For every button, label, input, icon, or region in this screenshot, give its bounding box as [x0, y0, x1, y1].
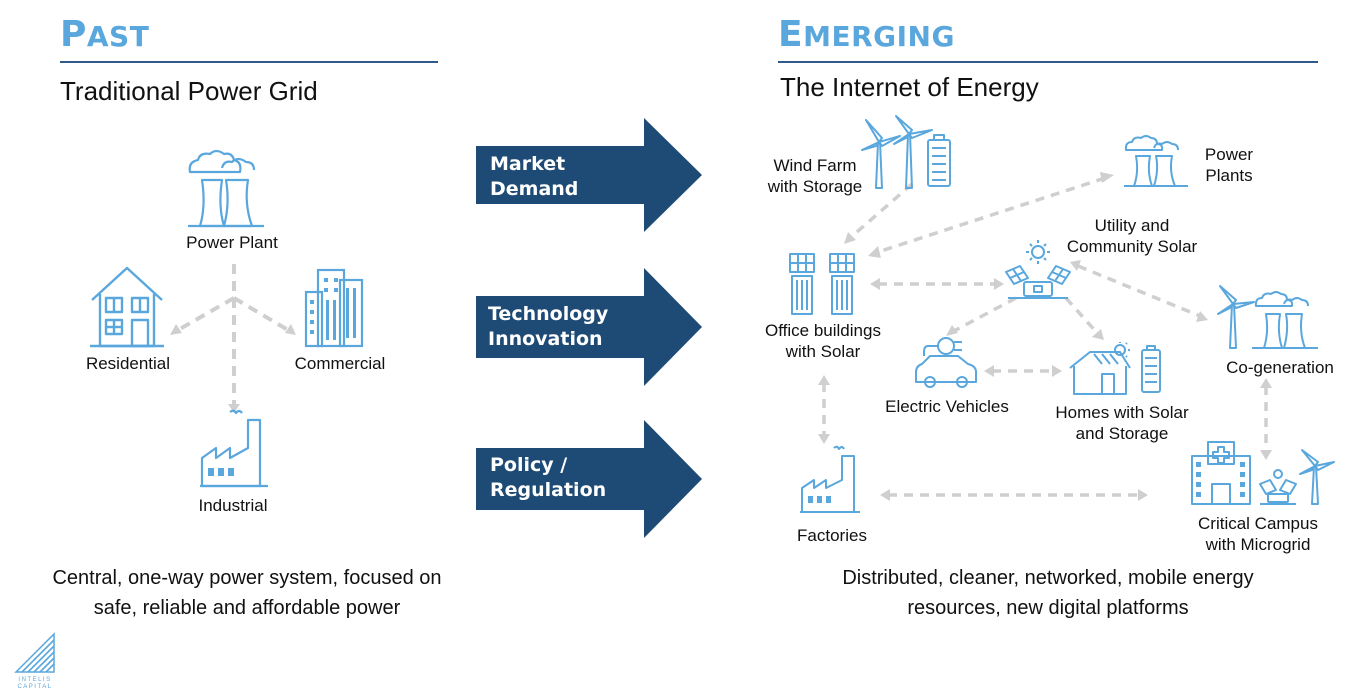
arrow-technology-innovation [476, 268, 702, 386]
wind-turbine-battery-icon [861, 115, 951, 189]
past-connectors [170, 264, 296, 413]
house-icon [90, 266, 164, 348]
past-subtitle: Traditional Power Grid [60, 76, 318, 106]
electric-car-icon [915, 337, 977, 388]
power-plant-icon [1124, 135, 1188, 187]
emerging-caption: Distributed, cleaner, networked, mobile … [842, 567, 1254, 619]
factory-icon [200, 409, 268, 488]
campus-label: Critical Campus with Microgrid [1198, 514, 1318, 554]
residential-label: Residential [85, 354, 171, 373]
arrow-market-demand-label: Market Demand [490, 153, 579, 200]
power-plant-icon [188, 149, 264, 228]
commercial-label: Commercial [294, 354, 386, 373]
utility-solar-label: Utility and Community Solar [1066, 216, 1198, 256]
intelis-capital-logo-text: INTELIS CAPITAL [17, 677, 53, 690]
cogeneration-icon [1217, 285, 1318, 349]
arrow-policy-regulation [476, 420, 702, 538]
emerging-heading: EMERGING [778, 14, 955, 55]
intelis-capital-logo-icon [14, 632, 55, 673]
past-heading: PAST [60, 14, 150, 55]
past-caption: Central, one-way power system, focused o… [52, 567, 442, 619]
campus-microgrid-icon [1191, 441, 1335, 505]
power-plants-label: Power Plants [1204, 145, 1254, 185]
arrow-policy-regulation-label: Policy / Regulation [490, 454, 607, 501]
electric-vehicles-label: Electric Vehicles [885, 397, 1009, 416]
power-plant-label: Power Plant [186, 233, 278, 252]
past-heading-rule [60, 61, 438, 63]
emerging-heading-rule [778, 61, 1318, 63]
arrow-technology-innovation-label: Technology Innovation [488, 303, 609, 350]
arrow-market-demand [476, 118, 702, 232]
office-buildings-label: Office buildings with Solar [765, 321, 881, 361]
utility-solar-icon [1005, 240, 1071, 299]
home-solar-battery-icon [1069, 342, 1161, 395]
homes-label: Homes with Solar and Storage [1055, 403, 1189, 443]
factory-icon [800, 445, 860, 513]
industrial-label: Industrial [198, 496, 268, 515]
office-buildings-icon [304, 268, 364, 348]
emerging-subtitle: The Internet of Energy [780, 72, 1039, 102]
wind-farm-label: Wind Farm with Storage [767, 156, 863, 196]
cogeneration-label: Co-generation [1226, 358, 1334, 377]
office-solar-icon [789, 253, 855, 315]
emerging-connectors [818, 172, 1272, 501]
factories-label: Factories [797, 526, 867, 545]
